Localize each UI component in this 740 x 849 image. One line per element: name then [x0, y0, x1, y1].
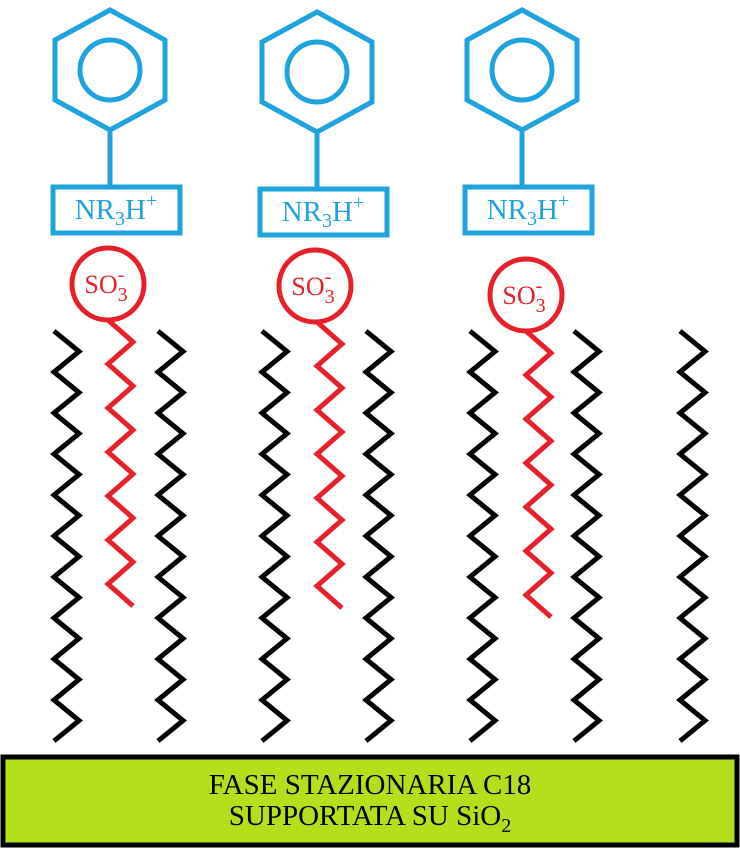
ammonium-label: NR3H+ [282, 192, 365, 232]
ammonium-label: NR3H+ [75, 190, 158, 230]
ion-pair-2: NR3H+ SO3- [257, 9, 390, 325]
stationary-phase-line2: SUPPORTATA SU SiO2 [229, 800, 511, 837]
c18-chain [154, 329, 187, 743]
c18-chain [676, 329, 709, 743]
c18-chain [258, 329, 291, 743]
sulfonate-alkyl-tail [313, 320, 346, 610]
sulfonate-circle [276, 247, 354, 325]
stationary-phase-line1: FASE STAZIONARIA C18 [209, 769, 532, 801]
c18-chain [50, 329, 83, 743]
sulfonate-alkyl-tail [104, 318, 137, 608]
ion-pair-3: NR3H+ SO3- [462, 7, 595, 334]
benzene-ring [464, 7, 580, 133]
aromatic-circle [284, 39, 350, 105]
c18-chain [466, 329, 499, 743]
ammonium-box [257, 186, 390, 238]
sulfonate-tail-group [104, 318, 555, 619]
benzene-ring [52, 7, 168, 133]
c18-chain [570, 329, 603, 743]
ammonium-box [50, 184, 183, 236]
ion-pair-1: NR3H+ SO3- [50, 7, 183, 323]
sulfonate-label: SO3- [502, 275, 545, 317]
sulfonate-label: SO3- [84, 264, 127, 306]
sulfonate-alkyl-tail [522, 329, 555, 619]
ammonium-box [462, 184, 595, 236]
ammonium-label: NR3H+ [487, 190, 570, 230]
sulfonate-label: SO3- [291, 266, 334, 308]
c18-chain-group [50, 329, 709, 743]
aromatic-circle [489, 37, 555, 103]
benzene-ring [259, 9, 375, 135]
c18-chain [362, 329, 395, 743]
aromatic-circle [77, 37, 143, 103]
stationary-phase-block [0, 754, 740, 848]
